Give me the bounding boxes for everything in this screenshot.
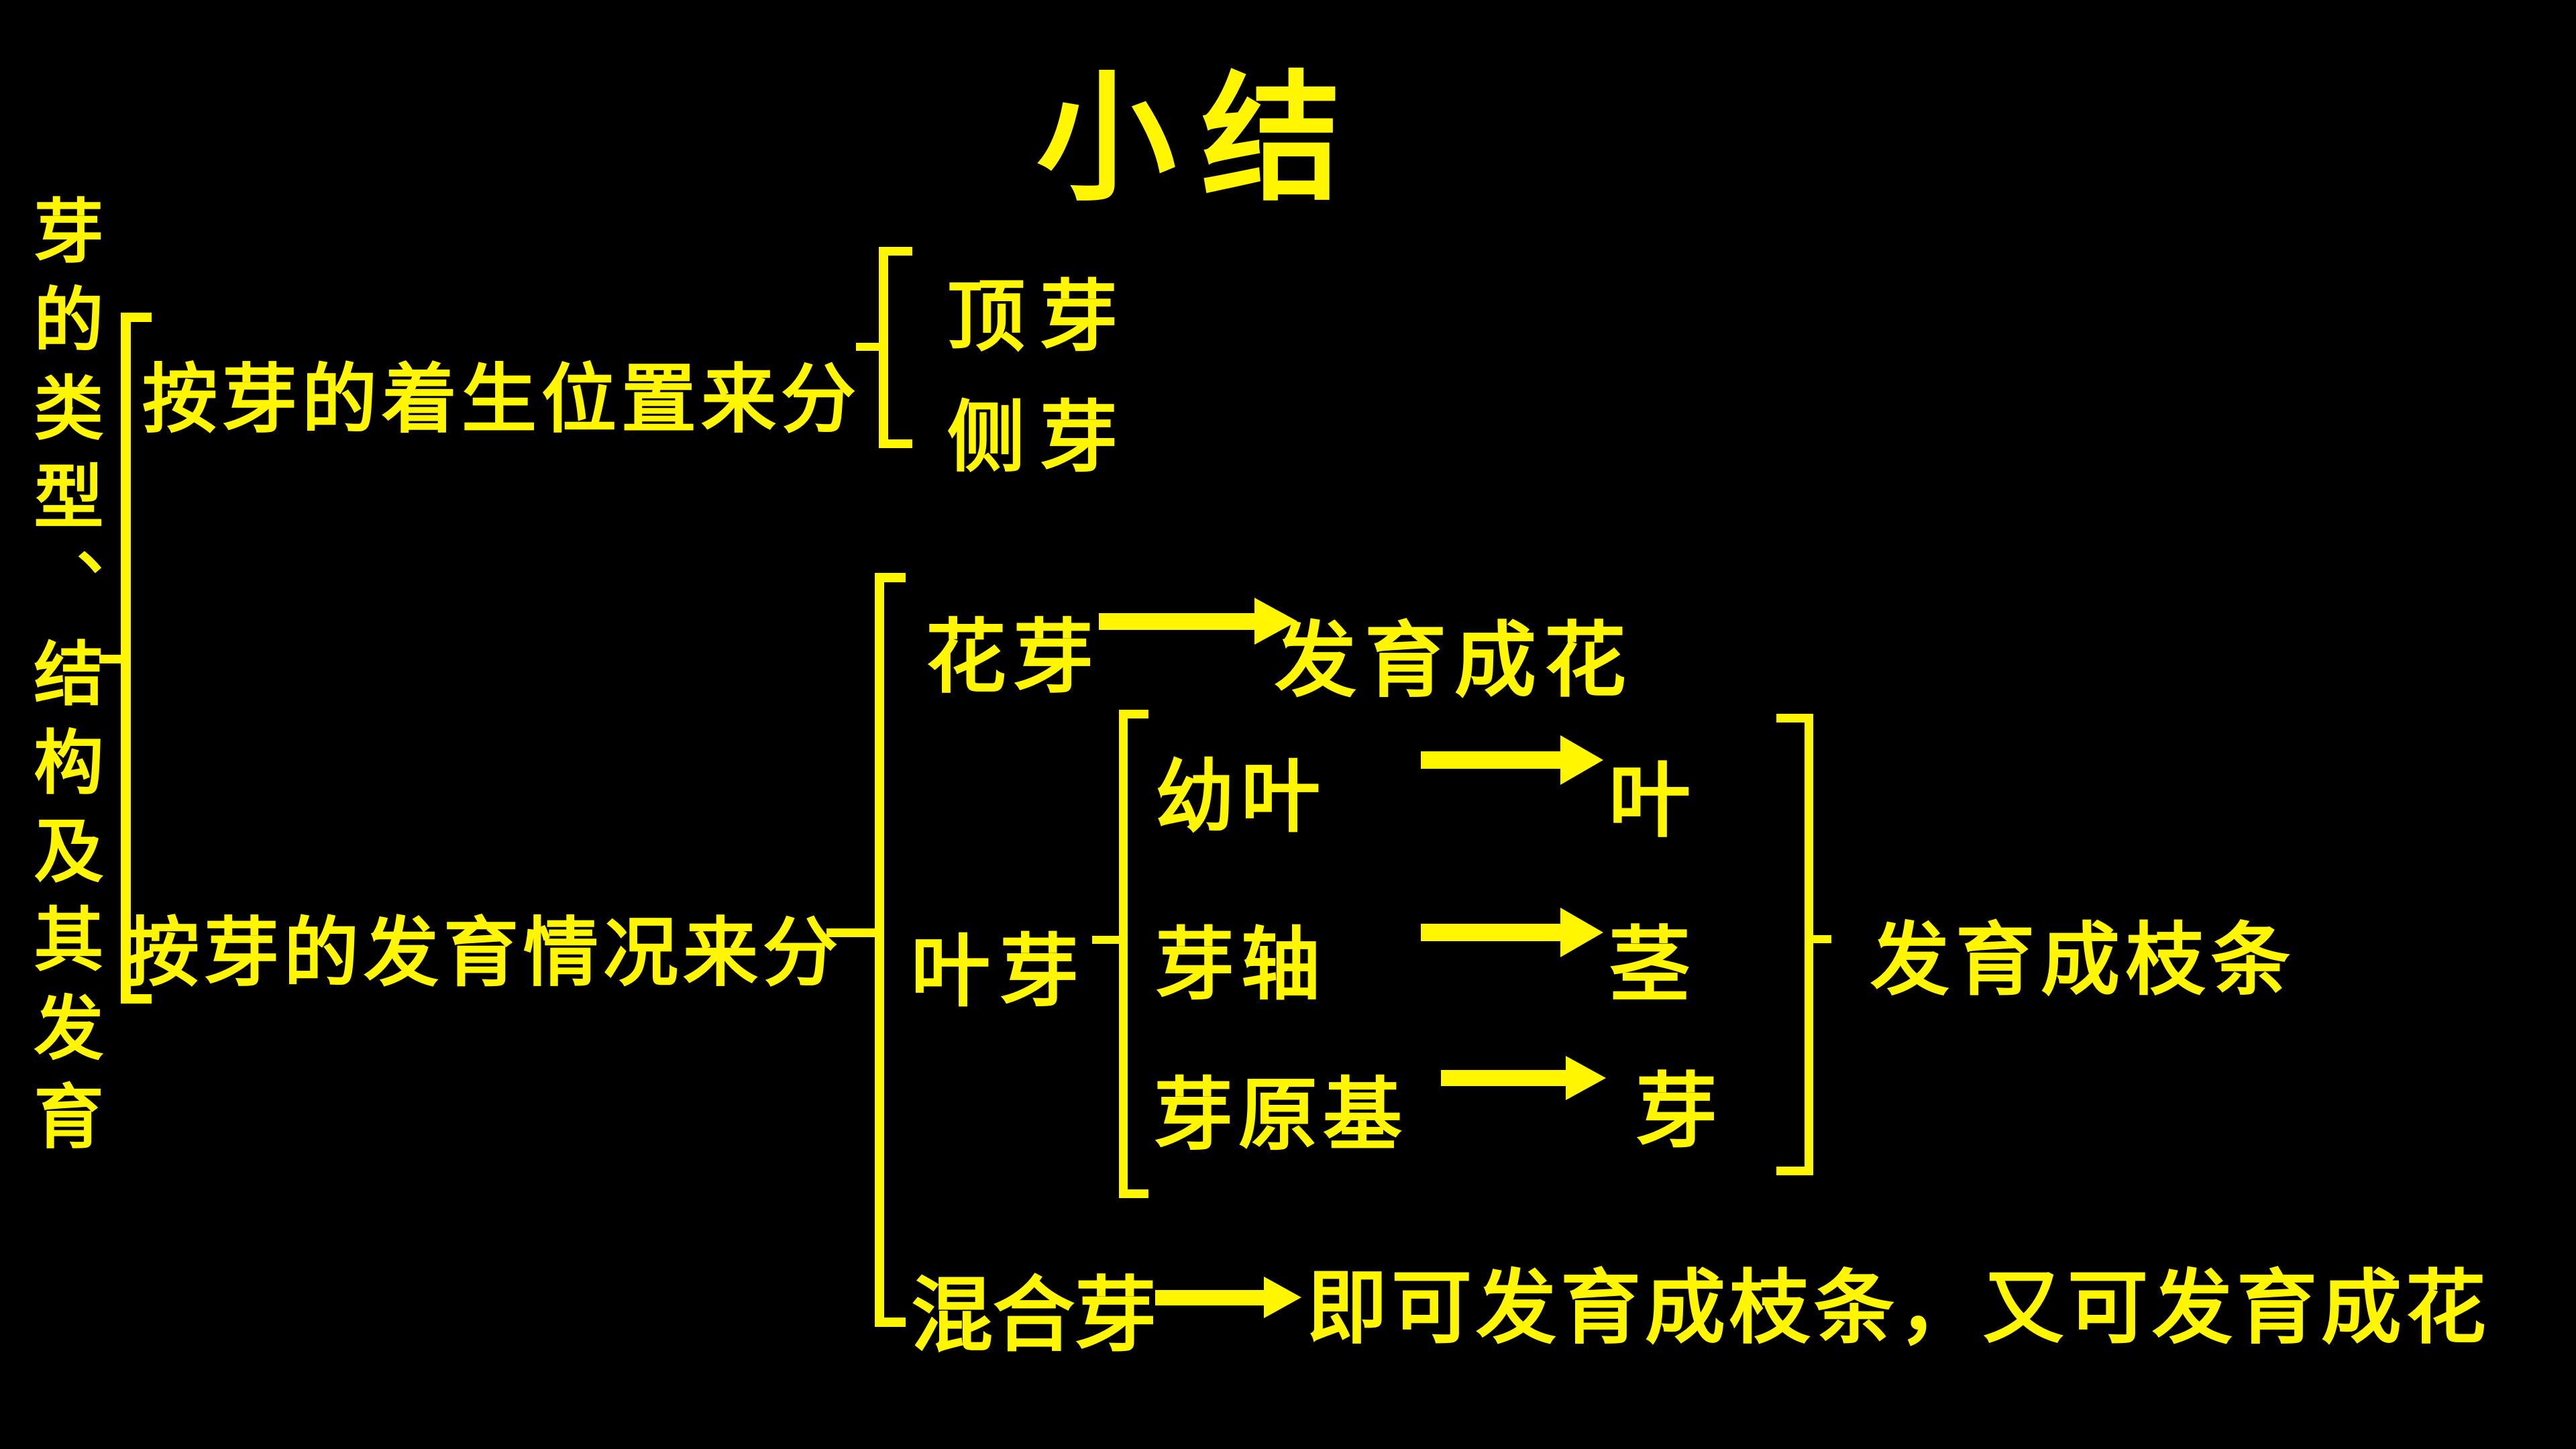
page-title: 小结 [1036,58,1366,221]
node-mixed-bud: 混合芽 [911,1268,1157,1363]
brace-top-serif [121,313,152,322]
brace-top-serif [1119,710,1148,718]
arrow-shaft [1155,1289,1264,1305]
arrow-head [1566,1056,1606,1100]
arrow-bud-axis-to-stem [1421,907,1603,958]
bracket-connector-tick [1805,935,1831,943]
node-young-leaf: 幼叶 [1155,751,1328,843]
node-stem: 茎 [1609,918,1690,1013]
node-flower-bud: 花芽 [926,611,1100,704]
root-brace [99,313,152,1004]
node-develops-into-branch: 发育成枝条 [1870,914,2297,1006]
brace-vertical-bar [879,247,888,448]
arrow-head [1254,598,1297,645]
brace-bottom-serif [1119,1189,1148,1198]
node-lateral-bud: 侧芽 [947,392,1132,483]
brace-top-serif [879,247,912,256]
brace-bottom-serif [875,1318,906,1327]
branch-by-development-label: 按芽的发育情况来分 [124,910,843,997]
bracket-top-serif [1776,714,1813,722]
arrow-shaft [1099,612,1254,630]
leaf-bud-parts-right-bracket [1771,714,1833,1175]
leaf-bud-parts-brace [1092,710,1148,1198]
brace-vertical-bar [1119,710,1128,1198]
bracket-vertical-bar [1805,714,1813,1175]
brace-bottom-serif [879,439,912,448]
arrow-head [1264,1277,1301,1318]
node-develops-into-flower: 发育成花 [1275,613,1634,708]
brace-vertical-bar [121,313,131,1004]
node-bud-primordium: 芽原基 [1154,1069,1408,1161]
arrow-primordium-to-bud [1441,1055,1606,1102]
arrow-flower-bud-to-flower [1099,597,1297,645]
root-topic-label: 芽的类型、结构及其发育 [21,195,103,1169]
by-position-brace [856,247,912,448]
node-leaf-bud: 叶芽 [911,925,1089,1018]
arrow-shaft [1441,1070,1566,1086]
by-development-brace [826,573,906,1327]
brace-connector-tick [1092,936,1122,944]
brace-bottom-serif [121,994,152,1004]
branch-by-position-label: 按芽的着生位置来分 [142,356,861,443]
node-bud-axis: 芽轴 [1155,918,1328,1011]
arrow-young-leaf-to-leaf [1421,735,1603,786]
node-mixed-bud-result: 即可发育成枝条，又可发育成花 [1307,1262,2490,1355]
arrow-head [1560,735,1603,785]
brace-connector-tick [826,928,877,937]
brace-vertical-bar [875,573,884,1327]
arrow-shaft [1421,751,1560,769]
arrow-head [1560,908,1603,957]
node-leaf: 叶 [1609,753,1690,849]
arrow-shaft [1421,924,1560,941]
brace-top-serif [875,573,906,582]
brace-connector-tick [99,655,123,663]
arrow-mixed-bud-to-result [1155,1276,1301,1319]
brace-connector-tick [856,343,881,351]
node-terminal-bud: 顶芽 [947,272,1132,362]
node-bud: 芽 [1635,1064,1717,1159]
bracket-bottom-serif [1776,1167,1813,1175]
